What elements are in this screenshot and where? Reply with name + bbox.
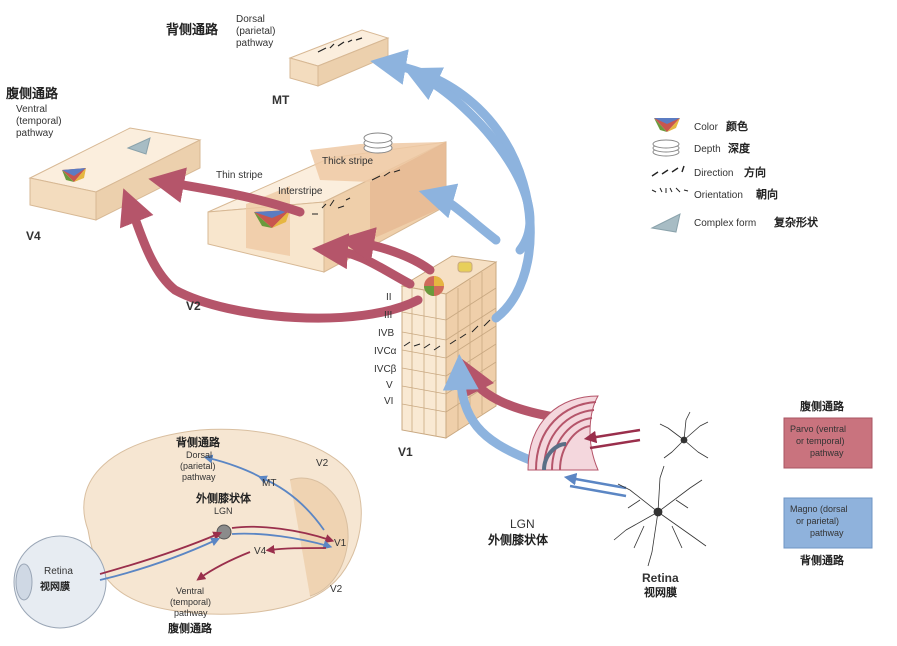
orientation-lines-icon (651, 187, 689, 193)
mt-label: MT (272, 93, 290, 107)
brain-lgn-en: LGN (214, 506, 233, 516)
depth-layers-icon (652, 139, 680, 157)
parvo-line-3: pathway (810, 448, 844, 458)
layer-v: V (386, 380, 393, 391)
brain-diagram (13, 428, 362, 629)
brain-mt: MT (262, 478, 276, 489)
legend-complex-cn: 复杂形状 (773, 215, 819, 229)
legend-depth-en: Depth (694, 144, 721, 155)
v2-box (207, 132, 447, 273)
interstripe-label: Interstripe (278, 186, 323, 197)
magno-line-3: pathway (810, 528, 844, 538)
brain-v4: V4 (254, 546, 267, 557)
retina-cn-label: 视网膜 (644, 585, 677, 599)
layer-ii: II (386, 292, 392, 303)
mt-box (288, 29, 390, 87)
v4-box (28, 127, 202, 221)
legend-orientation-en: Orientation (694, 190, 743, 201)
brain-v2-bottom: V2 (330, 584, 343, 595)
magno-line-2: or parietal) (796, 516, 839, 526)
layer-iii: III (384, 310, 392, 321)
retina-cells-icon (613, 411, 709, 567)
lgn-cn-label: 外侧膝状体 (488, 532, 549, 547)
dorsal-en-2: (parietal) (236, 26, 275, 37)
v4-label: V4 (26, 229, 41, 243)
legend-depth-cn: 深度 (728, 141, 751, 155)
brain-v2-top: V2 (316, 458, 329, 469)
v1-blob-color-icon (424, 276, 444, 296)
brain-dorsal-en-2: (parietal) (180, 461, 216, 471)
parvo-key-box (783, 417, 873, 469)
complex-form-icon (650, 213, 681, 233)
brain-ventral-cn: 腹侧通路 (168, 621, 213, 635)
v2-depth-icon (363, 132, 393, 154)
v1-blob-yellow (457, 261, 473, 273)
magno-line-1: Magno (dorsal (790, 504, 848, 514)
lgn-en-label: LGN (510, 517, 535, 531)
brain-ventral-en-3: pathway (174, 608, 208, 618)
direction-arrows-icon (651, 165, 685, 177)
parvo-line-1: Parvo (ventral (790, 424, 846, 434)
legend-orientation-cn: 朝向 (756, 187, 778, 201)
legend-color-cn: 颜色 (726, 119, 748, 133)
brain-dorsal-cn: 背侧通路 (176, 435, 221, 449)
v1-block (400, 255, 498, 439)
magno-key-box (783, 497, 873, 549)
magno-arrows (370, 49, 535, 465)
ventral-en-2: (temporal) (16, 116, 62, 127)
brain-dorsal-en-1: Dorsal (186, 450, 212, 460)
retina-en-label: Retina (642, 571, 679, 585)
text-labels: 背侧通路 Dorsal (parietal) pathway MT 腹侧通路 V… (6, 14, 848, 635)
parvo-cn-label: 腹侧通路 (800, 399, 845, 413)
layer-ivca: IVCα (374, 346, 397, 357)
brain-lgn-nucleus (216, 524, 232, 540)
brain-retina-cn: 视网膜 (40, 580, 70, 593)
lgn-input-lines (563, 428, 641, 498)
magno-cn-label: 背侧通路 (800, 553, 845, 567)
v2-color-icon (254, 210, 290, 228)
thick-stripe-label: Thick stripe (322, 156, 374, 167)
ventral-en-1: Ventral (16, 104, 47, 115)
layer-ivcb: IVCβ (374, 364, 397, 375)
mt-direction-marks (317, 37, 363, 53)
ventral-en-3: pathway (16, 128, 53, 139)
legend-complex-en: Complex form (694, 218, 756, 229)
brain-ventral-en-2: (temporal) (170, 597, 211, 607)
v4-color-icon (62, 168, 86, 182)
lgn-structure (527, 395, 599, 471)
brain-dorsal-en-3: pathway (182, 472, 216, 482)
dorsal-en-3: pathway (236, 38, 273, 49)
eyeball-icon (13, 535, 107, 629)
v2-label: V2 (186, 299, 201, 313)
brain-lgn-cn: 外侧膝状体 (195, 491, 252, 505)
ventral-cn-label: 腹侧通路 (6, 86, 59, 102)
dorsal-cn-label: 背侧通路 (166, 22, 219, 38)
thin-stripe-label: Thin stripe (216, 170, 263, 181)
brain-ventral-en-1: Ventral (176, 586, 204, 596)
legend-direction-cn: 方向 (744, 165, 766, 179)
legend-direction-en: Direction (694, 168, 733, 179)
v4-complex-form-icon (126, 137, 151, 155)
legend (650, 118, 689, 233)
parvo-line-2: or temporal) (796, 436, 845, 446)
v1-layer4b-marks (403, 319, 491, 351)
legend-color-en: Color (694, 122, 719, 133)
v1-label: V1 (398, 445, 413, 459)
brain-v1: V1 (334, 538, 347, 549)
color-triangle-icon (654, 118, 680, 132)
layer-ivb: IVB (378, 328, 394, 339)
v2-orientation-marks (312, 169, 401, 215)
brain-retina-en: Retina (44, 566, 73, 577)
layer-vi: VI (384, 396, 393, 407)
dorsal-en-1: Dorsal (236, 14, 265, 25)
